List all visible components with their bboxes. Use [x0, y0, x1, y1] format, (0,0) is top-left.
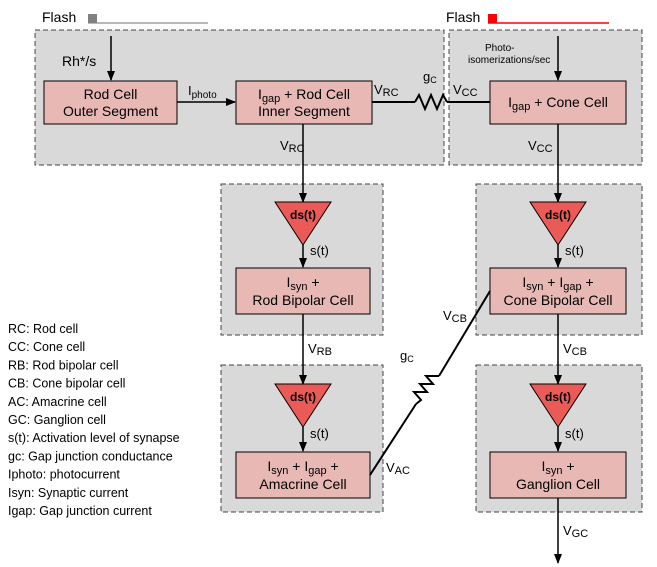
gc-top-label: gC: [423, 69, 437, 85]
ds-label-amacrine: ds(t): [290, 390, 316, 404]
legend-key: Igap: [8, 504, 32, 518]
legend-item: RB: Rod bipolar cell: [8, 358, 118, 372]
s-label-ganglion: s(t): [565, 426, 584, 441]
ds-label-cone-bipolar: ds(t): [545, 208, 571, 222]
s-label-amacrine: s(t): [310, 426, 329, 441]
ds-triangle-cone-bipolar: [529, 201, 587, 246]
gc-top-resistor: [414, 92, 448, 112]
vac-label: VAC: [386, 460, 410, 477]
vrb-label: VRB: [308, 341, 332, 358]
legend-desc: : Cone bipolar cell: [25, 377, 125, 391]
legend-desc: : Cone cell: [26, 340, 85, 354]
vcc-left-label: VCC: [453, 82, 478, 99]
rod-inner-segment-box: [235, 80, 373, 125]
legend-desc: : Activation level of synapse: [26, 431, 180, 445]
rod-input-label: Rh*/s: [62, 53, 96, 69]
legend-item: GC: Ganglion cell: [8, 413, 106, 427]
vcb-down-label: VCB: [563, 341, 587, 358]
legend-item: CB: Cone bipolar cell: [8, 377, 125, 391]
legend-key: AC: [8, 395, 25, 409]
legend-desc: : Rod cell: [26, 322, 78, 336]
legend-key: s(t): [8, 431, 26, 445]
s-label-rod-bipolar: s(t): [310, 243, 329, 258]
legend-key: gc: [8, 449, 21, 463]
legend-desc: : Gap junction conductance: [21, 449, 173, 463]
legend-desc: : photocurrent: [43, 468, 121, 482]
legend-item: RC: Rod cell: [8, 322, 78, 336]
vcc-down-label: VCC: [528, 138, 553, 155]
gc-mid-resistor: [411, 375, 439, 405]
cone-flash-label: Flash: [446, 9, 480, 25]
legend-key: GC: [8, 413, 27, 427]
cone-bipolar-box: [489, 267, 627, 315]
ganglion-box: [489, 451, 627, 499]
cone-cell-box: [489, 80, 627, 125]
legend-item: Isyn: Synaptic current: [8, 486, 129, 500]
rod-bipolar-line2: Rod Bipolar Cell: [252, 292, 353, 308]
rod-flash-label: Flash: [42, 9, 76, 25]
cone-flash-pulse: [488, 14, 497, 23]
rod-outer-segment-line1: Rod Cell: [84, 86, 138, 102]
synapse-ganglion: ds(t) s(t): [529, 383, 587, 452]
legend-item: AC: Amacrine cell: [8, 395, 107, 409]
synapse-rod-bipolar: ds(t) s(t): [274, 201, 332, 268]
gc-mid-wire-lower: [369, 403, 417, 476]
legend-key: CB: [8, 377, 25, 391]
legend-desc: : Ganglion cell: [27, 413, 106, 427]
cone-cell-line1: Igap + Cone Cell: [508, 94, 608, 113]
legend-key: RC: [8, 322, 26, 336]
legend-desc: : Gap junction current: [32, 504, 152, 518]
synapse-cone-bipolar: ds(t) s(t): [529, 201, 587, 268]
legend-desc: : Amacrine cell: [25, 395, 106, 409]
legend-item: CC: Cone cell: [8, 340, 85, 354]
cone-input-label-line2: isomerizations/sec: [468, 55, 550, 66]
rod-inner-segment-line1: Igap + Rod Cell: [258, 86, 350, 105]
legend-item: Igap: Gap junction current: [8, 504, 152, 518]
vrc-down-label: VRC: [280, 138, 305, 155]
vgc-label: VGC: [563, 523, 588, 540]
gc-mid-label: gC: [400, 348, 414, 364]
legend-key: Iphoto: [8, 468, 43, 482]
cone-bipolar-line2: Cone Bipolar Cell: [504, 292, 613, 308]
ds-label-rod-bipolar: ds(t): [290, 208, 316, 222]
legend-item: gc: Gap junction conductance: [8, 449, 173, 463]
rod-bipolar-box: [235, 267, 371, 315]
legend-key: CC: [8, 340, 26, 354]
legend-desc: : Synaptic current: [31, 486, 129, 500]
vcb-left-label: VCB: [443, 308, 467, 325]
s-label-cone-bipolar: s(t): [565, 243, 584, 258]
legend-item: Iphoto: photocurrent: [8, 468, 120, 482]
legend-key: Isyn: [8, 486, 31, 500]
cone-input-label-line1: Photo-: [485, 43, 514, 54]
vrc-right-label: VRC: [374, 82, 399, 99]
ds-triangle-rod-bipolar: [274, 201, 332, 246]
ds-label-ganglion: ds(t): [545, 390, 571, 404]
ganglion-line2: Ganglion Cell: [516, 476, 600, 492]
legend-item: s(t): Activation level of synapse: [8, 431, 180, 445]
rod-outer-segment-box: [43, 80, 178, 125]
legend-key: RB: [8, 358, 25, 372]
rod-outer-segment-line2: Outer Segment: [63, 103, 158, 119]
gc-mid-wire-upper: [438, 290, 491, 377]
synapse-amacrine: ds(t) s(t): [274, 383, 332, 452]
rod-inner-segment-line2: Inner Segment: [258, 103, 350, 119]
legend-desc: : Rod bipolar cell: [25, 358, 118, 372]
amacrine-line2: Amacrine Cell: [259, 476, 346, 492]
rod-flash-pulse: [88, 14, 97, 23]
